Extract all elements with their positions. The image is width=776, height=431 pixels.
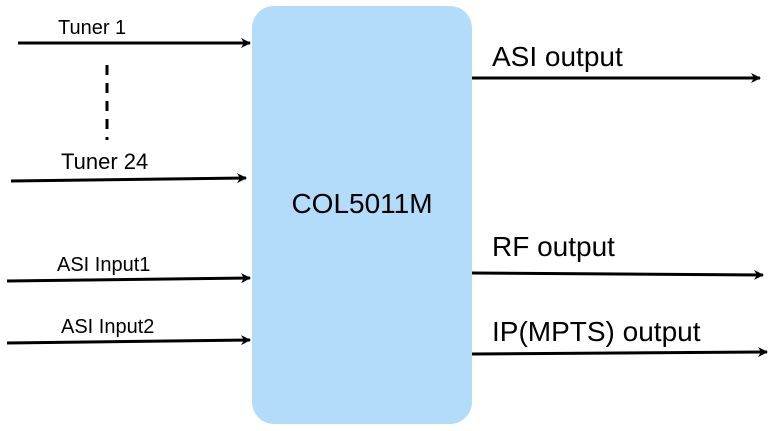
- input-label-tuner-1: Tuner 1: [58, 17, 127, 39]
- input-label-tuner-24: Tuner 24: [61, 149, 149, 174]
- arrow-asi-input-1: [6, 273, 251, 284]
- output-label-rf: RF output: [492, 231, 615, 262]
- output-label-ip-mpts: IP(MPTS) output: [492, 316, 701, 347]
- input-label-asi-input-2: ASI Input2: [61, 316, 155, 338]
- device-label: COL5011M: [291, 188, 433, 219]
- arrow-rf-output: [471, 269, 764, 280]
- arrow-ip-mpts-output: [471, 347, 768, 358]
- input-label-asi-input-1: ASI Input1: [57, 254, 151, 276]
- device-box: [252, 6, 472, 424]
- output-label-asi: ASI output: [492, 41, 623, 72]
- arrow-asi-input-2: [6, 335, 251, 346]
- arrow-tuner-24: [10, 173, 247, 184]
